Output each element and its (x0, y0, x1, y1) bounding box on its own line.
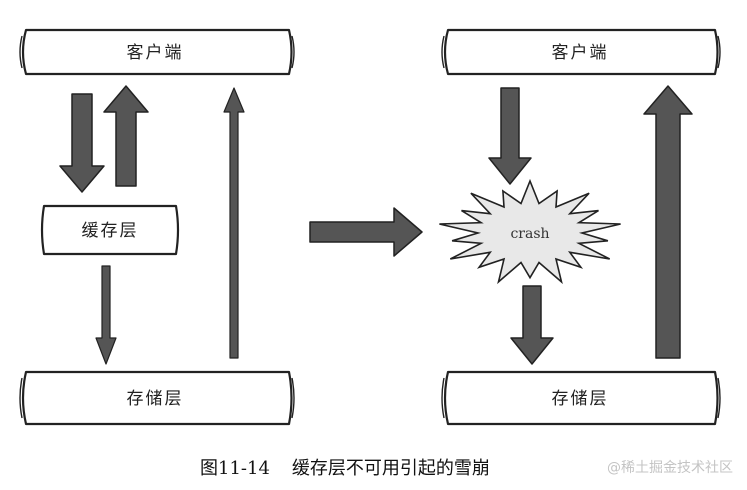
figure-number: 图11-14 (200, 458, 270, 479)
figure-title: 缓存层不可用引起的雪崩 (291, 458, 490, 479)
transition-arrow (309, 207, 423, 257)
left-down-arrow-cache-to-storage (95, 265, 117, 365)
right-down-arrow-crash-to-storage (510, 285, 554, 365)
right-client-label: 客户端 (552, 43, 609, 63)
caption-text: 图11-14 缓存层不可用引起的雪崩 (200, 454, 490, 480)
figure-caption: 图11-14 缓存层不可用引起的雪崩 @稀土掘金技术社区 (0, 454, 747, 482)
left-storage-box: 存储层 (19, 370, 295, 426)
right-up-arrow-storage-to-client (643, 85, 693, 359)
left-cache-label: 缓存层 (82, 221, 139, 241)
crash-starburst: crash (439, 178, 621, 285)
left-panel: 客户端 缓存层 存储层 (19, 28, 295, 426)
crash-label: crash (510, 226, 549, 242)
cache-avalanche-diagram: 客户端 缓存层 存储层 客户端 (19, 28, 721, 426)
watermark: @稀土掘金技术社区 (607, 460, 733, 476)
left-client-label: 客户端 (127, 43, 184, 63)
left-cache-box: 缓存层 (40, 204, 180, 256)
right-down-arrow-client-to-crash (488, 87, 532, 185)
right-client-box: 客户端 (441, 28, 721, 76)
right-storage-box: 存储层 (441, 370, 721, 426)
right-panel: 客户端 存储层 crash (439, 28, 721, 426)
right-storage-label: 存储层 (552, 389, 609, 409)
left-client-box: 客户端 (19, 28, 295, 76)
left-down-arrow-client-to-cache (59, 93, 105, 193)
left-storage-label: 存储层 (127, 389, 184, 409)
left-up-arrow-storage-to-client (223, 87, 245, 359)
left-up-arrow-cache-to-client (103, 85, 149, 187)
